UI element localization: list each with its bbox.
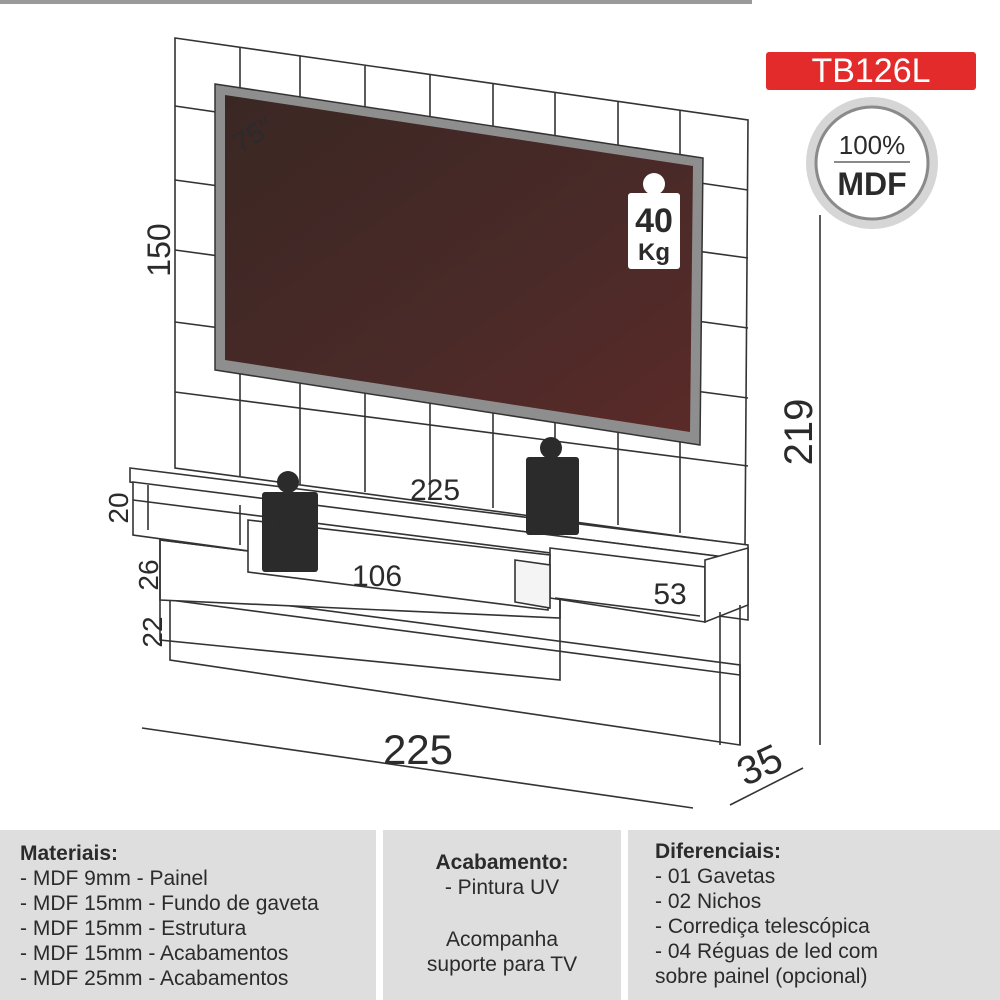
mdf-badge: 100% MDF [806,97,938,229]
finish-note: Acompanha [445,928,559,951]
dim-total-width: 225 [383,726,453,773]
footer-specs: Materiais: - MDF 9mm - Painel - MDF 15mm… [0,830,1000,1000]
weight-tag-panel: 40 Kg [628,173,680,269]
dim-total-height: 219 [777,399,821,466]
svg-text:40: 40 [635,202,673,240]
features-item: - 02 Nichos [655,890,762,913]
finish-panel: Acabamento: - Pintura UV Acompanha supor… [383,830,621,1000]
materials-panel: Materiais: - MDF 9mm - Painel - MDF 15mm… [0,830,376,1000]
dim-drawer-width: 106 [352,560,402,593]
dim-inner-width: 225 [410,474,460,507]
svg-text:10: 10 [533,468,571,506]
features-item: sobre painel (opcional) [655,965,868,988]
dim-niche-height: 20 [103,492,134,523]
furniture-drawing: 75" 40 Kg 10 Kg [103,37,938,809]
badge-percent: 100% [839,130,906,160]
dim-drawer-height: 26 [133,559,164,590]
features-item: - 04 Réguas de led com [655,940,878,963]
features-panel: Diferenciais: - 01 Gavetas - 02 Nichos -… [628,830,1000,1000]
materials-item: - MDF 25mm - Acabamentos [20,967,289,990]
dimension-lines [141,215,821,809]
materials-item: - MDF 15mm - Acabamentos [20,942,289,965]
svg-text:Kg: Kg [638,239,670,266]
features-item: - Corrediça telescópica [655,915,870,938]
badge-material: MDF [837,166,906,202]
features-title: Diferenciais: [655,840,782,863]
finish-title: Acabamento: [435,851,569,874]
product-code-tag: TB126L [766,52,976,90]
finish-note: suporte para TV [426,953,578,976]
materials-title: Materiais: [20,842,119,865]
tv: 75" [214,83,704,446]
dim-panel-height: 150 [141,223,177,276]
top-border [0,0,752,4]
dim-niche-width: 53 [653,578,686,611]
finish-item: - Pintura UV [444,876,560,899]
weight-tag-shelf-right: 10 Kg [526,437,579,535]
materials-item: - MDF 15mm - Estrutura [20,917,247,940]
svg-text:10: 10 [271,502,309,540]
features-item: - 01 Gavetas [655,865,776,888]
materials-item: - MDF 15mm - Fundo de gaveta [20,892,319,915]
materials-item: - MDF 9mm - Painel [20,867,208,890]
svg-text:Kg: Kg [536,507,568,534]
svg-text:Kg: Kg [274,541,306,568]
dim-base-height: 22 [137,616,168,647]
weight-tag-shelf-left: 10 Kg [262,471,318,572]
